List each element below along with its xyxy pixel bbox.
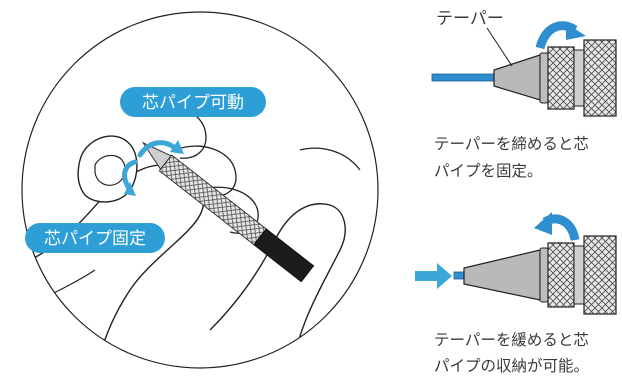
lead-pipe [431,73,495,82]
knurled-nut [547,46,575,110]
label-pipe-movable-text: 芯パイプ可動 [142,93,244,113]
taper-cone-loose [463,249,541,301]
label-pipe-fixed-text: 芯パイプ固定 [44,229,146,249]
loosened-diagram: テーパーを緩めると芯 パイプの収納が可能。 [415,212,617,375]
knurled-body [583,39,617,117]
taper-leader [486,27,513,67]
insert-arrow-icon [437,263,452,289]
taper-cone [493,54,541,101]
bottom-caption-line2: パイプの収納が可能。 [434,357,589,375]
label-pipe-fixed: 芯パイプ固定 [25,223,165,253]
label-pipe-movable: 芯パイプ可動 [120,87,266,117]
top-caption-line2: パイプを固定。 [434,162,543,180]
bottom-caption-line1: テーパーを緩めると芯 [434,331,589,349]
taper-label: テーパー [436,9,504,29]
tightened-diagram: テーパー テーパーを締めると芯 パイプを固定。 [431,9,617,180]
top-caption-line1: テーパーを締めると芯 [434,135,589,153]
